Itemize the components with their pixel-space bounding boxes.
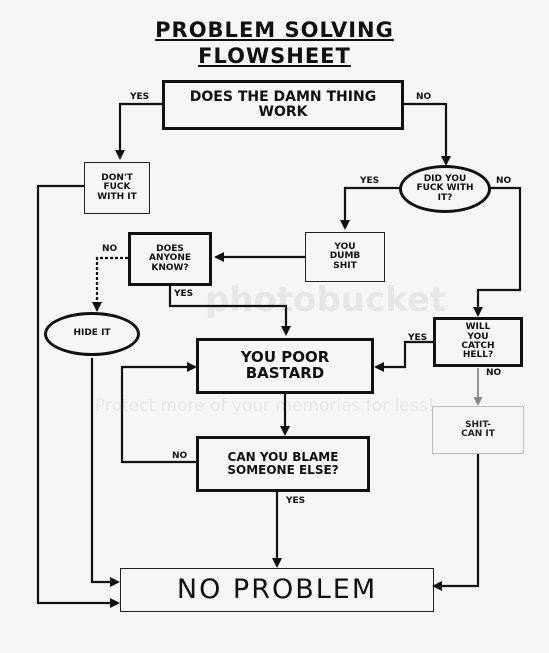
edge-fuck-dumb <box>340 186 402 230</box>
label-work-yes: YES <box>130 92 150 102</box>
title-line-1: PROBLEM SOLVING <box>155 18 394 42</box>
label-anyone-yes: YES <box>174 289 194 299</box>
label-hell-yes: YES <box>408 333 428 343</box>
edge-dont-noproblem <box>36 184 120 608</box>
node-does-it-work: DOES THE DAMN THING WORK <box>162 80 404 130</box>
edge-fuck-hell <box>473 186 522 317</box>
label-blame-no: NO <box>172 451 188 461</box>
node-can-you-blame-someone-else: CAN YOU BLAME SOMEONE ELSE? <box>196 436 370 492</box>
label-fuck-no: NO <box>496 176 512 186</box>
node-did-you-fuck-with-it: DID YOU FUCK WITH IT? <box>399 165 491 213</box>
edge-anyone-poor <box>168 285 291 336</box>
node-shit-can-it: SHIT-CAN IT <box>432 406 524 454</box>
edge-shitcan-noproblem <box>432 454 480 591</box>
node-does-anyone-know: DOES ANYONE KNOW? <box>128 232 212 286</box>
edge-work-dont <box>115 102 162 160</box>
edge-anyone-hide <box>92 256 128 312</box>
label-blame-yes: YES <box>286 496 306 506</box>
node-hide-it: HIDE IT <box>44 312 140 356</box>
node-dont-fuck-with-it: DON'T FUCK WITH IT <box>84 162 150 214</box>
edge-hell-poor <box>374 340 433 372</box>
edge-blame-poor <box>120 362 197 464</box>
label-anyone-no: NO <box>102 244 118 254</box>
edge-hide-noproblem <box>90 358 120 587</box>
node-will-you-catch-hell: WILL YOU CATCH HELL? <box>433 317 523 367</box>
title-line-2: FLOWSHEET <box>198 44 351 68</box>
label-fuck-yes: YES <box>360 176 380 186</box>
node-you-poor-bastard: YOU POOR BASTARD <box>196 338 374 394</box>
edge-work-fuck <box>404 102 451 166</box>
node-you-dumb-shit: YOU DUMB SHIT <box>305 232 385 282</box>
label-hell-no: NO <box>486 368 502 378</box>
label-work-no: NO <box>416 92 432 102</box>
node-no-problem: NO PROBLEM <box>120 568 434 612</box>
